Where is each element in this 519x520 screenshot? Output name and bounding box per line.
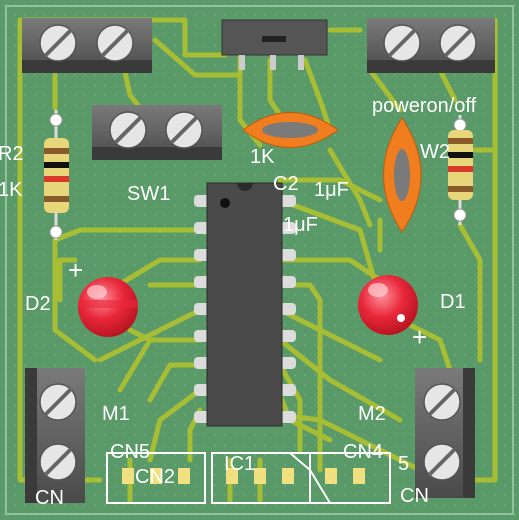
label-sw2: W2 — [420, 141, 450, 163]
label-r2-value: 1K — [0, 179, 23, 201]
capacitor-vertical — [383, 117, 422, 233]
terminal-block-sw1 — [92, 105, 222, 160]
label-cn-bottom-left: CN — [35, 487, 64, 509]
ic-chip — [194, 182, 296, 427]
terminal-block-top-left — [22, 18, 152, 73]
terminal-block-m2 — [415, 368, 475, 498]
label-c2-value-b: 1μF — [283, 214, 318, 236]
label-d1: D1 — [440, 291, 466, 313]
label-cn2: CN2 — [135, 466, 175, 488]
resistor-right — [448, 115, 473, 225]
connector-cn4 — [309, 452, 391, 504]
label-r2: R2 — [0, 143, 24, 165]
label-r1-value: 1K — [250, 146, 275, 168]
label-cn4: CN4 — [343, 441, 383, 463]
label-sw1: SW1 — [127, 183, 170, 205]
label-d2: D2 — [25, 293, 51, 315]
label-five: 5 — [398, 453, 409, 475]
label-m2: M2 — [358, 403, 386, 425]
led-d1 — [358, 275, 418, 335]
label-cn-bottom-right: CN — [400, 485, 429, 507]
copper-traces — [17, 17, 498, 503]
label-c2: C2 — [273, 173, 299, 195]
label-plus-left: + — [68, 255, 83, 285]
resistor-r2 — [44, 110, 69, 240]
label-c2-value-a: 1μF — [314, 179, 349, 201]
label-plus-right: + — [412, 322, 427, 352]
led-d2 — [78, 277, 138, 337]
voltage-regulator — [221, 19, 328, 70]
terminal-block-top-right — [367, 18, 495, 73]
terminal-block-m1 — [25, 368, 85, 503]
label-m1: M1 — [102, 403, 130, 425]
capacitor-horizontal — [242, 112, 339, 148]
label-power: poweron/off — [372, 95, 477, 117]
connector-cn2 — [106, 452, 206, 504]
label-ic1: IC1 — [224, 453, 255, 475]
board-outline — [5, 5, 514, 515]
label-cn5: CN5 — [110, 441, 150, 463]
